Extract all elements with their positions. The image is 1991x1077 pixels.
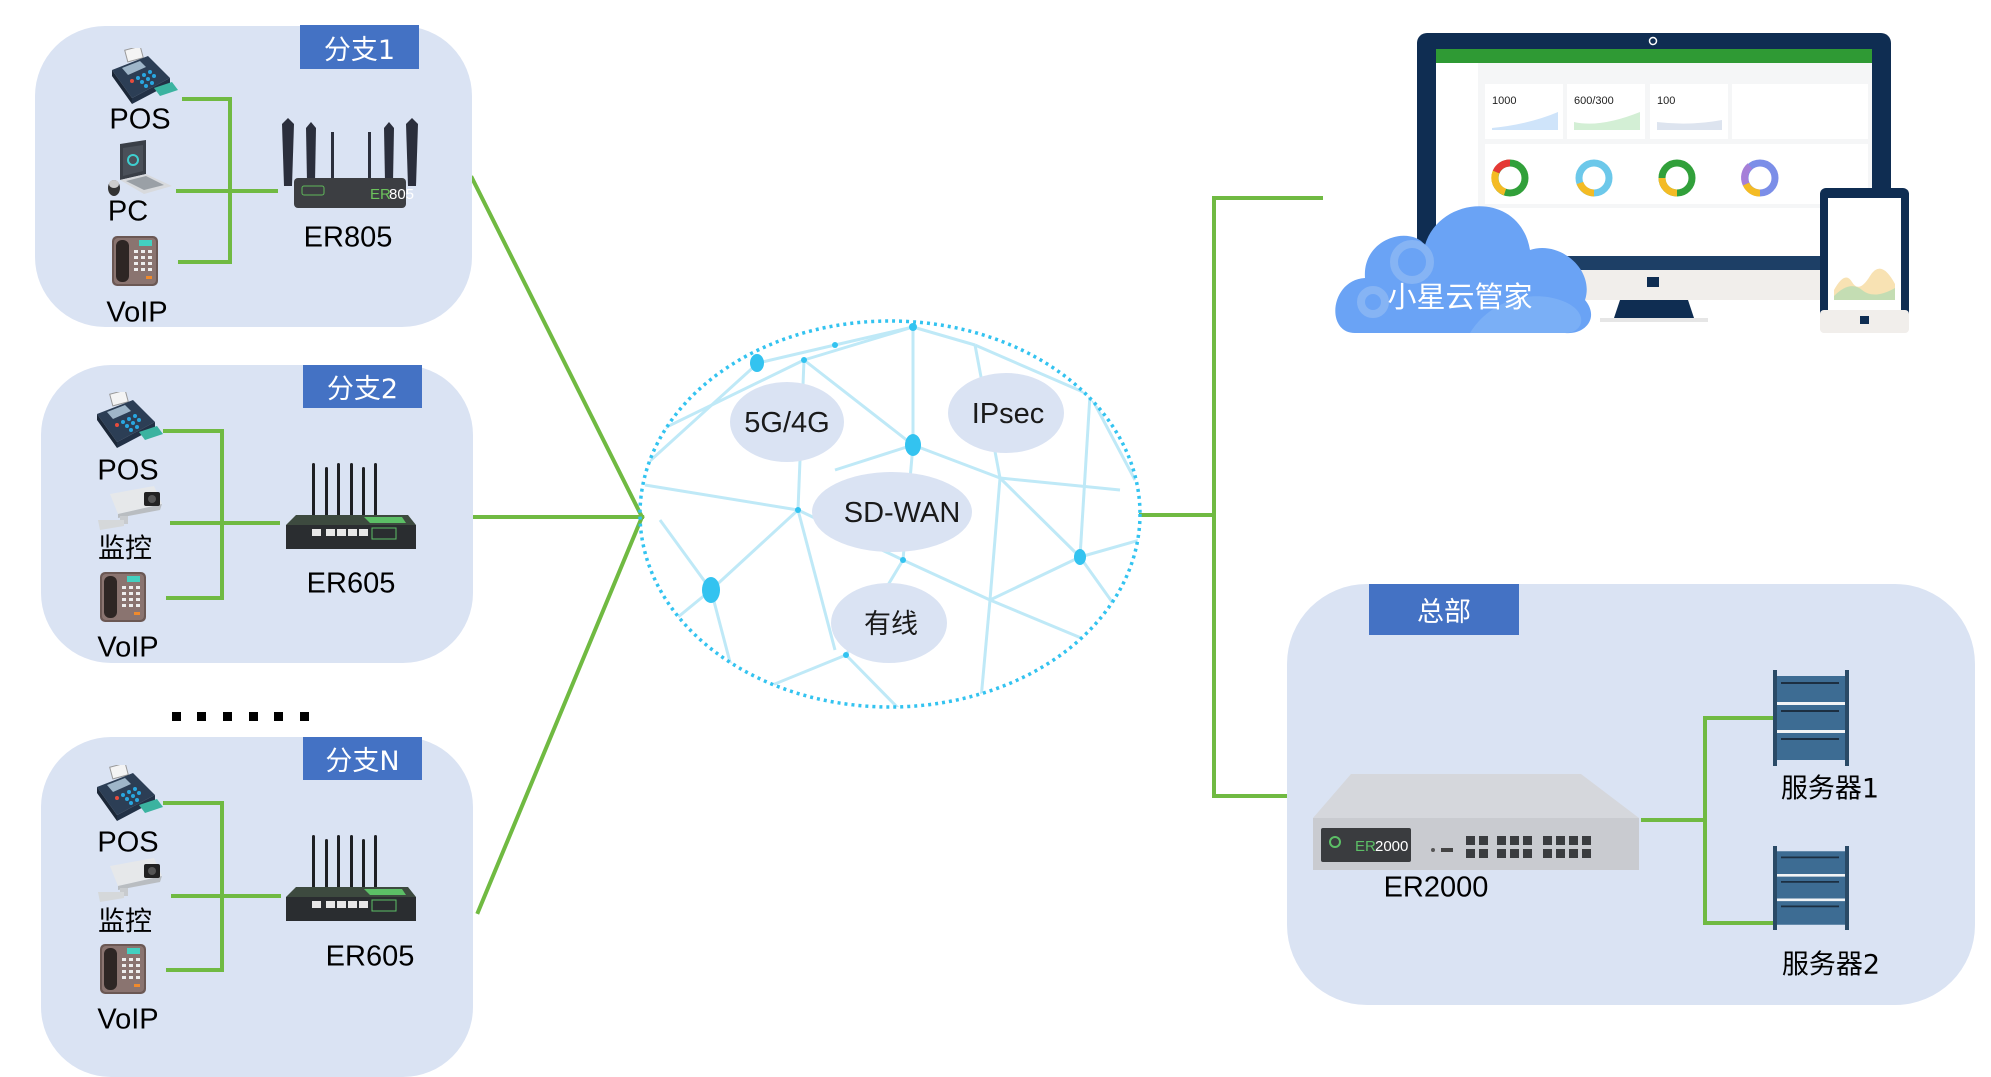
- er2000-badge-prefix: ER: [1355, 838, 1376, 855]
- device-label: PC: [107, 195, 149, 228]
- bubble-label-wired: 有线: [864, 609, 918, 640]
- server-rack-icon: [1773, 846, 1849, 930]
- device-label: POS: [109, 103, 171, 136]
- network-node: [795, 507, 801, 513]
- cloud-management-illustration: 1000 600/300 100: [1335, 33, 1909, 334]
- tablet-icon: [1820, 188, 1909, 333]
- more-branches-ellipsis: [170, 709, 310, 721]
- device-label: VoIP: [97, 631, 159, 664]
- router-label: ER805: [303, 221, 393, 254]
- server-rack-icon: [1773, 670, 1849, 766]
- bubble-5g4g: [730, 382, 844, 462]
- hq-tag: 总部: [1369, 584, 1519, 635]
- device-label: VoIP: [97, 1003, 159, 1036]
- device-label: 监控: [98, 906, 152, 938]
- er805-badge-suffix: 805: [389, 186, 414, 203]
- bubble-label-5g4g: 5G/4G: [744, 407, 829, 439]
- pos-terminal-icon: [97, 392, 163, 448]
- dashboard-stat: 600/300: [1574, 95, 1614, 107]
- link-branchN-wan: [475, 514, 645, 915]
- dashboard-header-bar: [1436, 49, 1872, 63]
- cloud-service-label: 小星云管家: [1387, 280, 1532, 314]
- device-label: VoIP: [106, 296, 168, 329]
- router-label: ER605: [306, 567, 396, 600]
- network-node: [702, 577, 720, 603]
- dashboard-stat: 100: [1657, 95, 1675, 107]
- device-label: 监控: [98, 533, 152, 565]
- cloud-icon: [1335, 206, 1592, 334]
- laptop-icon: [108, 140, 172, 196]
- dashboard-stat: 1000: [1492, 95, 1516, 107]
- link-cloud: [1212, 196, 1323, 798]
- bubble-label-sdwan: SD-WAN: [844, 497, 961, 529]
- er805-router-icon: ER 805: [282, 118, 418, 208]
- branch-tag-1: 分支1: [300, 25, 419, 69]
- device-label: POS: [97, 826, 159, 859]
- ellipsis-dots-icon: [172, 712, 309, 721]
- link-branch1-wan: [469, 175, 645, 520]
- network-node: [843, 652, 849, 658]
- bubble-label-ipsec: IPsec: [972, 398, 1045, 430]
- network-node: [1074, 549, 1086, 565]
- device-label: POS: [97, 454, 159, 487]
- voip-phone-icon: [100, 572, 146, 622]
- bubble-ipsec: [948, 373, 1064, 453]
- security-camera-icon: [98, 858, 162, 902]
- er2000-badge-suffix: 2000: [1375, 838, 1408, 855]
- network-node: [832, 342, 838, 348]
- wan-boundary: [638, 319, 1142, 709]
- network-node: [801, 357, 807, 363]
- voip-phone-icon: [100, 944, 146, 994]
- bubble-wired: [831, 583, 947, 663]
- branch-tag-2: 分支2: [303, 365, 422, 408]
- network-node: [900, 557, 906, 563]
- branch-panel-1: [35, 26, 472, 327]
- network-node: [905, 434, 921, 456]
- network-node: [750, 354, 764, 372]
- server-label: 服务器2: [1781, 949, 1881, 981]
- server-label: 服务器1: [1780, 773, 1880, 805]
- pos-terminal-icon: [97, 765, 163, 821]
- voip-phone-icon: [112, 236, 158, 286]
- security-camera-icon: [98, 486, 162, 530]
- network-node: [909, 323, 917, 331]
- er605-router-icon: [286, 835, 416, 921]
- er2000-router-icon: ER 2000: [1313, 774, 1639, 870]
- branch-tag-n: 分支N: [303, 737, 422, 780]
- router-label: ER2000: [1383, 871, 1489, 904]
- connection-lines-top: [163, 97, 1774, 972]
- pos-terminal-icon: [112, 48, 178, 104]
- wan-network-cloud: 5G/4G IPsec SD-WAN 有线: [638, 319, 1142, 709]
- er805-badge-prefix: ER: [370, 186, 391, 203]
- router-label: ER605: [325, 940, 415, 973]
- bubble-sdwan: [812, 472, 972, 552]
- er605-router-icon: [286, 463, 416, 549]
